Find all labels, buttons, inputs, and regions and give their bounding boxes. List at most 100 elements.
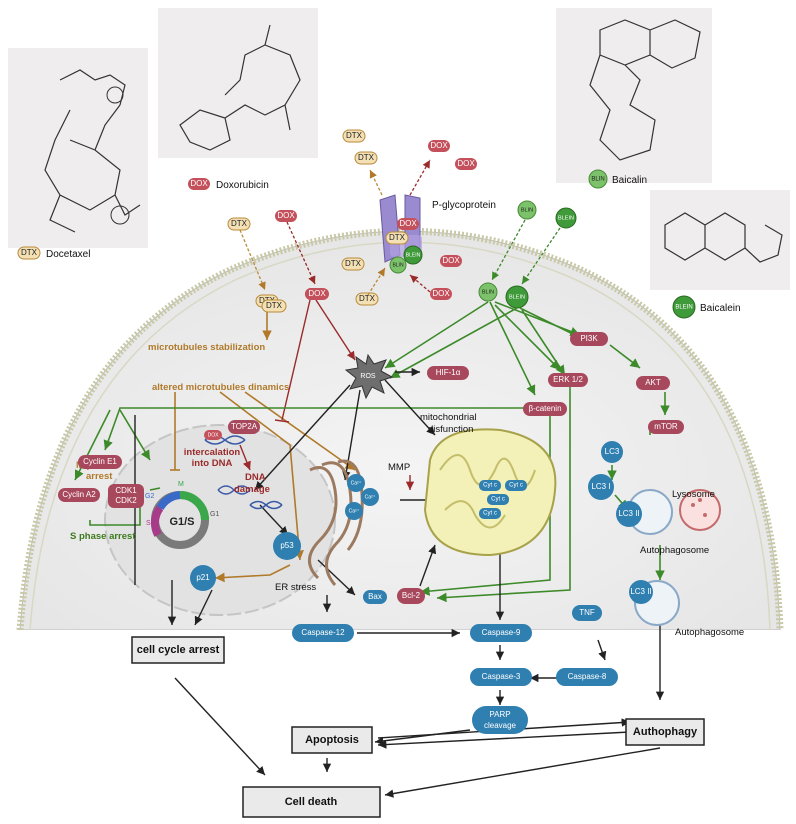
svg-text:DOX: DOX [430, 141, 448, 150]
svg-text:P-glycoprotein: P-glycoprotein [432, 200, 496, 211]
svg-text:DOX: DOX [208, 432, 220, 438]
svg-text:M: M [178, 481, 184, 488]
svg-text:Cyt c: Cyt c [491, 497, 505, 503]
svg-text:MMP: MMP [388, 462, 410, 473]
outcome-cell-death: Cell death [242, 786, 381, 818]
svg-text:LC3: LC3 [605, 447, 620, 456]
svg-text:Autophagosome: Autophagosome [675, 627, 744, 638]
docetaxel-structure [8, 48, 148, 248]
svg-text:microtubules stabilization: microtubules stabilization [148, 342, 265, 353]
svg-text:LC3 II: LC3 II [630, 587, 651, 596]
svg-text:DOX: DOX [457, 159, 475, 168]
svg-text:Cyt c: Cyt c [509, 483, 523, 489]
svg-text:DTX: DTX [346, 131, 363, 140]
svg-text:β-catenin: β-catenin [528, 404, 561, 413]
svg-text:BLIN: BLIN [482, 289, 494, 295]
svg-text:Cell death: Cell death [285, 796, 338, 808]
svg-text:PARP: PARP [489, 710, 510, 719]
svg-text:Bax: Bax [368, 592, 382, 601]
blue-nodes: DTX DOX p53 p21 Bax Bcl-2 LC3 LC3 I LC3 … [190, 288, 653, 734]
svg-text:TNF: TNF [579, 608, 595, 617]
svg-text:DOX: DOX [432, 289, 450, 298]
svg-text:Docetaxel: Docetaxel [46, 249, 90, 260]
svg-text:G1: G1 [210, 511, 219, 518]
svg-text:Caspase-9: Caspase-9 [482, 628, 521, 637]
legend-docetaxel: DTX Docetaxel [17, 246, 90, 260]
svg-text:Ca²⁺: Ca²⁺ [351, 480, 362, 486]
svg-text:Caspase-3: Caspase-3 [482, 672, 521, 681]
svg-text:DTX: DTX [231, 219, 248, 228]
svg-text:BLEIN: BLEIN [558, 215, 574, 221]
lysosome: Lysosome Autophagosome [627, 489, 721, 556]
cell-cycle: G1/S G2 M G1 S [145, 481, 219, 549]
outcome-authophagy: Authophagy [625, 718, 705, 746]
svg-text:ERK 1/2: ERK 1/2 [553, 375, 583, 384]
svg-text:Caspase-12: Caspase-12 [301, 628, 345, 637]
svg-text:Bcl-2: Bcl-2 [402, 591, 421, 600]
svg-text:DTX: DTX [345, 259, 362, 268]
svg-text:altered microtubules dinamics: altered microtubules dinamics [152, 382, 289, 393]
svg-text:mTOR: mTOR [654, 422, 678, 431]
svg-text:into DNA: into DNA [192, 458, 233, 469]
entry-arrows [239, 159, 561, 296]
mitochondrion [423, 428, 557, 557]
svg-text:cleavage: cleavage [484, 721, 517, 730]
svg-text:Baicalin: Baicalin [612, 175, 647, 186]
svg-text:DOX: DOX [442, 256, 460, 265]
svg-text:p53: p53 [280, 541, 294, 550]
svg-text:DOX: DOX [190, 179, 208, 188]
svg-text:G2: G2 [145, 493, 154, 500]
legend-baicalein: BLEIN Baicalein [672, 295, 741, 319]
svg-text:DOX: DOX [399, 219, 417, 228]
svg-text:DTX: DTX [389, 233, 406, 242]
svg-text:Ca²⁺: Ca²⁺ [365, 494, 376, 500]
svg-text:damage: damage [234, 484, 270, 495]
black-arrows [134, 367, 665, 798]
svg-text:HIF-1α: HIF-1α [436, 368, 461, 377]
svg-text:p21: p21 [196, 573, 210, 582]
svg-text:cell cycle arrest: cell cycle arrest [137, 644, 220, 656]
svg-text:Caspase-8: Caspase-8 [568, 672, 607, 681]
svg-text:mitochondrial: mitochondrial [420, 412, 477, 423]
svg-text:Authophagy: Authophagy [633, 726, 698, 738]
svg-text:S: S [146, 520, 151, 527]
outcome-cell-cycle-arrest: cell cycle arrest [131, 636, 225, 664]
svg-text:Lysosome: Lysosome [672, 489, 715, 500]
blin-blein-pills: BLIN BLEIN BLIN BLEIN BLIN BLEIN [389, 200, 577, 309]
svg-text:ER stress: ER stress [275, 582, 316, 593]
svg-text:BLIN: BLIN [591, 177, 604, 183]
svg-text:Ca²⁺: Ca²⁺ [349, 508, 360, 514]
baicalein-structure [650, 190, 790, 290]
protein-nodes: HIF-1α PI3K AKT mTOR ERK 1/2 β-catenin C… [58, 332, 684, 508]
svg-text:disfunction: disfunction [428, 424, 473, 435]
svg-text:Baicalein: Baicalein [700, 303, 741, 314]
legend-baicalin: BLIN Baicalin [588, 169, 647, 189]
cell-membrane [16, 227, 784, 631]
svg-text:CDK1: CDK1 [115, 486, 137, 495]
svg-text:S phase arrest: S phase arrest [70, 531, 136, 542]
svg-text:LC3 I: LC3 I [591, 482, 610, 491]
svg-text:BLEIN: BLEIN [675, 305, 692, 311]
svg-text:Cyclin E1: Cyclin E1 [83, 457, 117, 466]
svg-text:BLIN: BLIN [392, 262, 404, 268]
nucleus [104, 424, 336, 616]
svg-text:BLIN: BLIN [521, 207, 533, 213]
svg-text:DOX: DOX [308, 289, 326, 298]
svg-text:DOX: DOX [277, 211, 295, 220]
svg-text:BLEIN: BLEIN [509, 294, 525, 300]
svg-text:intercalation: intercalation [184, 447, 241, 458]
svg-text:PI3K: PI3K [580, 334, 598, 343]
svg-text:LC3 II: LC3 II [618, 509, 639, 518]
svg-text:DNA: DNA [245, 472, 266, 483]
svg-text:G1/S: G1/S [169, 516, 194, 528]
doxorubicin-structure [158, 8, 318, 158]
outcome-apoptosis: Apoptosis [291, 726, 373, 754]
legend-doxorubicin: DOX Doxorubicin [188, 178, 269, 191]
baicalin-structure [556, 8, 712, 183]
ros-star: ROS [344, 353, 394, 400]
red-arrows [239, 299, 415, 490]
svg-text:DTX: DTX [266, 301, 283, 310]
svg-text:BLEIN: BLEIN [406, 252, 421, 258]
